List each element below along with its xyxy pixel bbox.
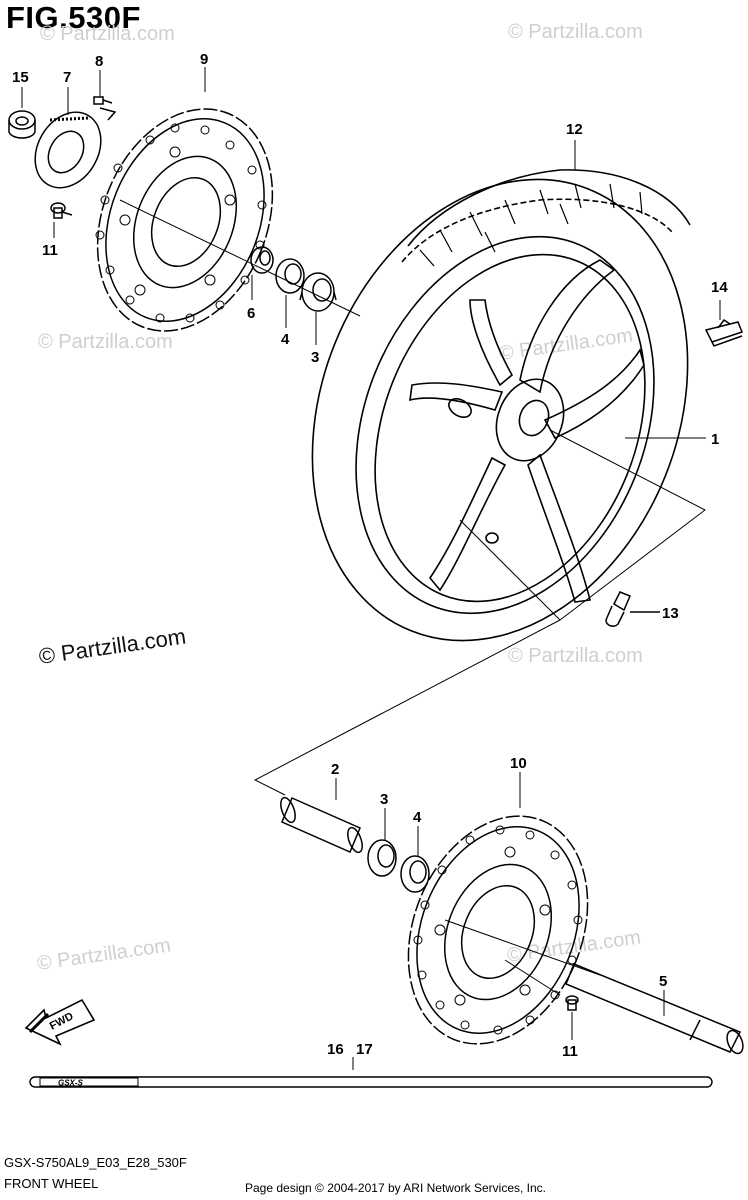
valve-part-13 <box>605 591 660 627</box>
balance-weight-part-14 <box>704 318 743 347</box>
bolt-part-11-lower <box>565 995 579 1011</box>
spoke <box>429 456 507 592</box>
brake-disc-part-9 <box>95 108 274 332</box>
tread-edge <box>407 169 691 247</box>
callout-4-bottom: 4 <box>413 809 422 826</box>
hub <box>495 378 565 462</box>
watermark-text: © Partzilla.com <box>40 23 175 45</box>
callout-4-top: 4 <box>281 331 290 348</box>
lower-parts <box>253 619 744 1055</box>
spoke <box>409 382 504 411</box>
callout-11-top: 11 <box>42 242 58 259</box>
watermark-text: © Partzilla.com <box>36 934 173 975</box>
bearing-part-3-lower <box>367 839 397 877</box>
figure-title: FIG.530F <box>6 0 141 35</box>
model-code: GSX-S750AL9_E03_E28_530F <box>4 1155 187 1170</box>
callout-14: 14 <box>711 279 728 296</box>
spoke <box>527 453 591 603</box>
oil-seal-part-4-lower <box>400 855 430 893</box>
watermark-group: © Partzilla.com © Partzilla.com © Partzi… <box>36 21 643 975</box>
watermark-copyright: © Partzilla.com <box>37 624 187 669</box>
rim-hole <box>448 398 472 418</box>
watermark-text: © Partzilla.com <box>506 926 643 967</box>
axle-part-5 <box>565 963 744 1055</box>
bearing-part-3 <box>299 272 337 312</box>
spoke <box>469 299 514 387</box>
callout-17: 17 <box>356 1041 373 1058</box>
callout-7: 7 <box>63 69 71 86</box>
callout-3-bottom: 3 <box>380 791 388 808</box>
watermark-text: © Partzilla.com <box>498 324 635 365</box>
watermark-text: © Partzilla.com <box>38 331 173 353</box>
callout-8: 8 <box>95 53 103 70</box>
upper-parts <box>8 96 706 621</box>
decal-text: GSX-S <box>58 1079 84 1088</box>
leader-lines <box>21 67 721 1070</box>
tire-assembly <box>311 169 691 642</box>
screw-part-8 <box>93 96 113 105</box>
spacer-part-2 <box>280 796 363 854</box>
watermark-text: © Partzilla.com <box>508 21 643 43</box>
fwd-arrow-icon: FWD <box>24 998 96 1046</box>
watermark-text: © Partzilla.com <box>508 645 643 667</box>
callout-1: 1 <box>711 431 719 448</box>
callout-11-bottom: 11 <box>562 1043 578 1060</box>
brake-disc-part-10 <box>407 815 589 1045</box>
callout-13: 13 <box>662 605 679 622</box>
callout-5: 5 <box>659 973 667 990</box>
callout-16: 16 <box>327 1041 344 1058</box>
spoke <box>543 348 645 440</box>
rim-outer <box>355 235 655 615</box>
nut-part-15 <box>8 110 36 139</box>
explode-line <box>459 429 706 621</box>
rim-decal-strip: GSX-S <box>29 1076 713 1088</box>
page-credit: Page design © 2004-2017 by ARI Network S… <box>245 1181 547 1195</box>
leader-line <box>99 107 117 121</box>
section-name: FRONT WHEEL <box>4 1176 99 1191</box>
rim-inner <box>374 253 646 603</box>
hub-center <box>518 399 550 437</box>
callout-12: 12 <box>566 121 583 138</box>
collar-part-6 <box>250 246 274 274</box>
oil-seal-part-4 <box>275 258 305 294</box>
callout-10: 10 <box>510 755 527 772</box>
tire-outline <box>311 178 689 642</box>
callout-3-top: 3 <box>311 349 319 366</box>
callout-15: 15 <box>12 69 29 86</box>
callout-6: 6 <box>247 305 255 322</box>
tread-pattern <box>401 198 673 263</box>
callout-2: 2 <box>331 761 339 778</box>
bolt-part-11 <box>50 202 73 219</box>
spoke <box>519 259 616 394</box>
valve-hole <box>485 532 499 544</box>
callout-labels: 15 7 8 9 11 6 4 3 12 14 1 13 2 3 4 10 5 … <box>12 51 728 1060</box>
sensor-rotor-part-7 <box>34 111 102 189</box>
callout-9: 9 <box>200 51 208 68</box>
